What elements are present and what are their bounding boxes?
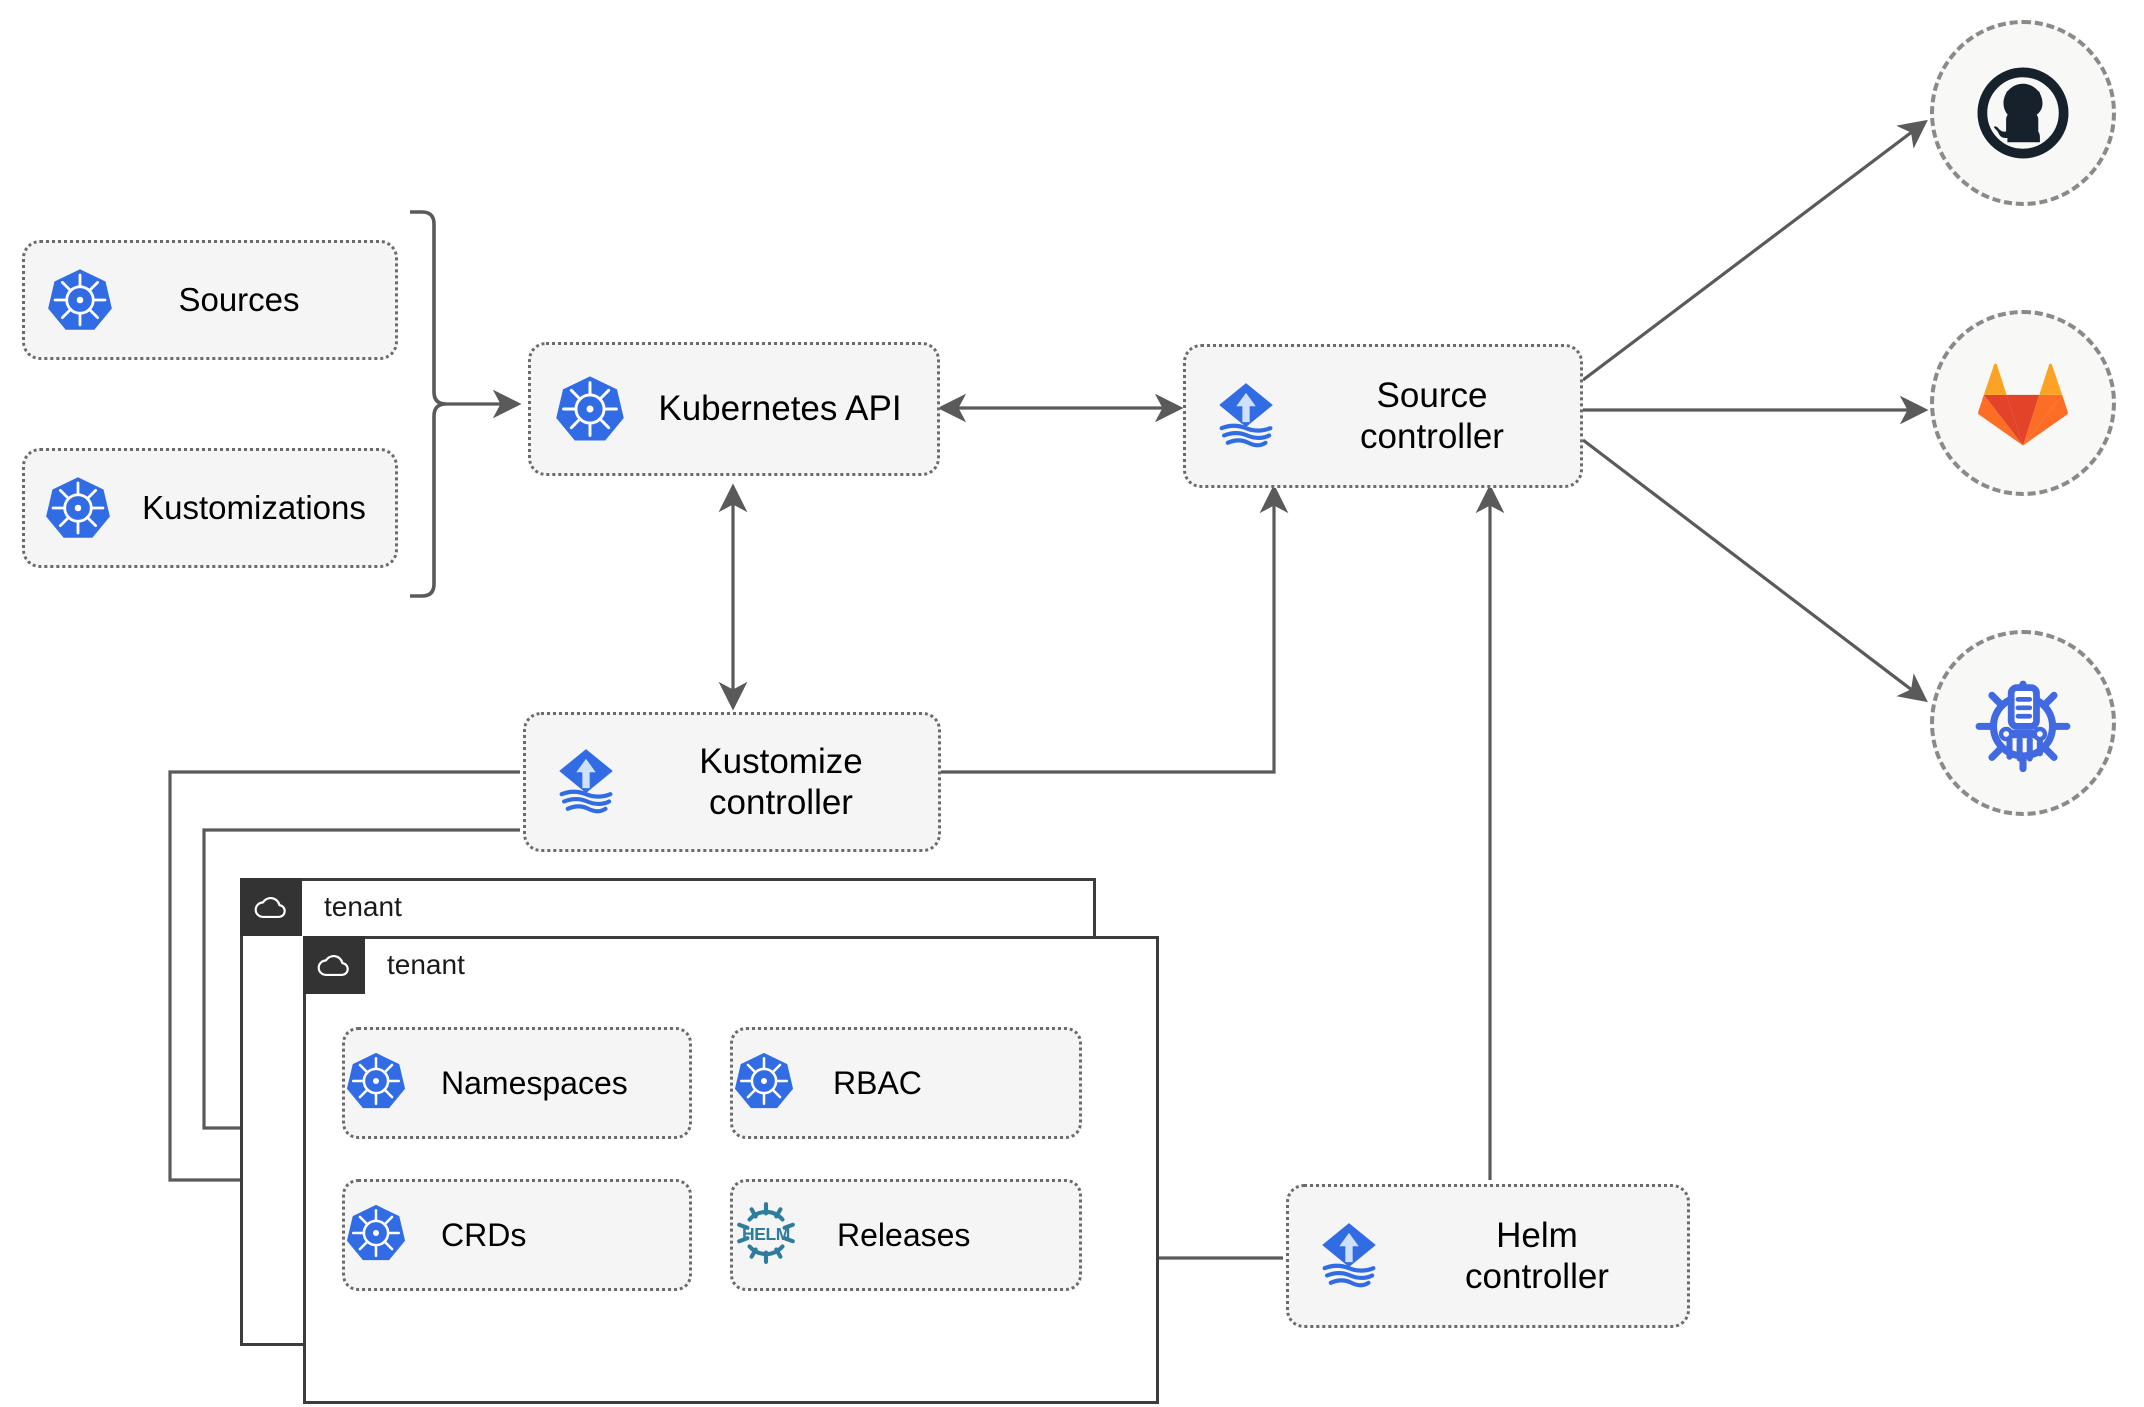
cloud-icon (240, 878, 302, 936)
node-kubernetes-api[interactable]: Kubernetes API (528, 342, 940, 476)
tenant-resource-label: CRDs (441, 1216, 527, 1253)
node-label: Source controller (1360, 375, 1504, 456)
flux-icon (1186, 377, 1306, 455)
resource-label: Sources (178, 280, 300, 318)
tenant-header: tenant (240, 878, 402, 936)
node-label: Kustomize controller (699, 741, 863, 822)
edge-source-github (1582, 119, 1928, 382)
provider-github[interactable] (1930, 20, 2116, 206)
kubernetes-icon (345, 1050, 441, 1117)
svg-text:HELM: HELM (742, 1224, 790, 1244)
node-label: Helm controller (1465, 1215, 1609, 1296)
tenant-label: tenant (387, 949, 465, 980)
tenant-resource-crds[interactable]: CRDs (342, 1179, 692, 1291)
node-source-controller[interactable]: Source controller (1183, 344, 1583, 488)
kubernetes-icon (25, 474, 131, 542)
resource-box-kustomizations[interactable]: Kustomizations (22, 448, 398, 568)
tenant-resource-label: Namespaces (441, 1064, 628, 1101)
resource-label: Kustomizations (142, 488, 366, 526)
tenant-resource-namespaces[interactable]: Namespaces (342, 1027, 692, 1139)
tenant-resource-label: RBAC (833, 1064, 922, 1101)
tenant-resource-releases[interactable]: HELM Releases (730, 1179, 1082, 1291)
helm-icon: HELM (733, 1200, 837, 1271)
tenant-resource-label: Releases (837, 1216, 971, 1253)
flux-icon (1289, 1217, 1409, 1295)
edge-source-helmrepo (1582, 438, 1928, 703)
kubernetes-icon (25, 266, 135, 334)
github-icon (1977, 67, 2069, 159)
kubernetes-icon (531, 373, 649, 445)
edge-kustomize-source (941, 484, 1289, 774)
tenant-container-front[interactable]: tenant Namespaces (303, 936, 1159, 1404)
kubernetes-icon (733, 1050, 833, 1117)
tenant-label: tenant (324, 891, 402, 922)
kubernetes-icon (345, 1202, 441, 1269)
node-label: Kubernetes API (658, 389, 902, 429)
flux-icon (526, 743, 646, 821)
provider-gitlab[interactable] (1930, 310, 2116, 496)
tenant-resource-rbac[interactable]: RBAC (730, 1027, 1082, 1139)
cloud-icon (303, 936, 365, 994)
provider-helm-repository[interactable] (1930, 630, 2116, 816)
node-kustomize-controller[interactable]: Kustomize controller (523, 712, 941, 852)
resource-box-sources[interactable]: Sources (22, 240, 398, 360)
tenant-header: tenant (303, 936, 465, 994)
gitlab-icon (1978, 363, 2068, 446)
node-helm-controller[interactable]: Helm controller (1286, 1184, 1690, 1328)
helm-repo-icon (1975, 680, 2071, 773)
group-bracket (410, 210, 447, 598)
